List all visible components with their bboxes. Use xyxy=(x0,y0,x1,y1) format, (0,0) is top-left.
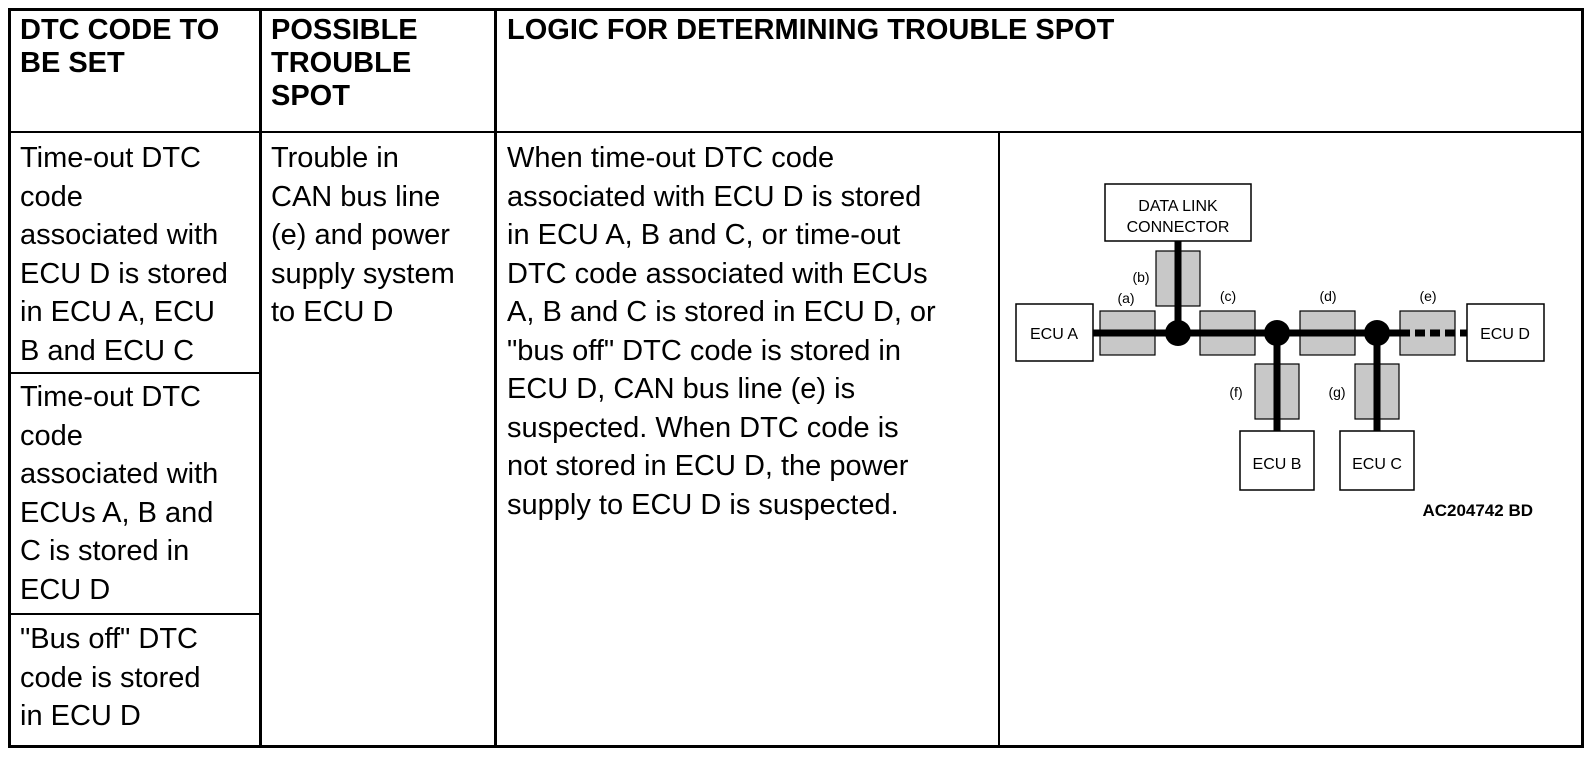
data-link-connector-label-1: DATA LINK xyxy=(1138,198,1218,215)
segment-d-label: (d) xyxy=(1319,288,1336,304)
table-border-bottom xyxy=(8,745,1584,748)
table-border-top xyxy=(8,8,1584,11)
junction-node-2 xyxy=(1264,320,1290,346)
ecu-c-label: ECU C xyxy=(1352,456,1402,473)
header-dtc-code: DTC CODE TO BE SET xyxy=(20,14,220,79)
dtc-code-2: Time-out DTC code associated with ECUs A… xyxy=(20,381,219,606)
row-divider-2 xyxy=(8,613,262,615)
ecu-a-box xyxy=(1015,303,1094,362)
segment-g-label: (g) xyxy=(1328,384,1345,400)
header-logic: LOGIC FOR DETERMINING TROUBLE SPOT xyxy=(507,14,1115,46)
row-divider-1 xyxy=(8,372,262,374)
segment-f-label: (f) xyxy=(1229,384,1242,400)
figure-id: AC204742 BD xyxy=(1422,501,1533,520)
can-bus-diagram: DATA LINK CONNECTOR ECU A ECU D ECU B EC… xyxy=(1015,183,1545,520)
segment-e-label: (e) xyxy=(1419,288,1436,304)
ecu-b-label: ECU B xyxy=(1253,456,1302,473)
dtc-code-3: "Bus off" DTC code is stored in ECU D xyxy=(20,623,201,732)
data-link-connector-box xyxy=(1104,183,1252,242)
column-divider-3 xyxy=(998,131,1000,748)
possible-trouble-spot-text: Trouble in CAN bus line (e) and power su… xyxy=(271,142,455,328)
dtc-code-1: Time-out DTC code associated with ECU D … xyxy=(20,142,228,367)
ecu-d-label: ECU D xyxy=(1480,326,1530,343)
data-link-connector-label-2: CONNECTOR xyxy=(1127,219,1230,236)
ecu-a-label: ECU A xyxy=(1030,326,1078,343)
column-divider-2 xyxy=(494,8,497,748)
junction-node-1 xyxy=(1165,320,1191,346)
column-divider-1 xyxy=(259,8,262,748)
segment-b-label: (b) xyxy=(1132,269,1149,285)
segment-c-label: (c) xyxy=(1220,288,1236,304)
table-border-right xyxy=(1581,8,1584,748)
junction-node-3 xyxy=(1364,320,1390,346)
logic-text: When time-out DTC code associated with E… xyxy=(507,142,936,521)
segment-a-label: (a) xyxy=(1117,290,1134,306)
header-possible-trouble-spot: POSSIBLE TROUBLE SPOT xyxy=(271,14,418,112)
header-divider xyxy=(8,131,1584,133)
table-border-left xyxy=(8,8,11,748)
